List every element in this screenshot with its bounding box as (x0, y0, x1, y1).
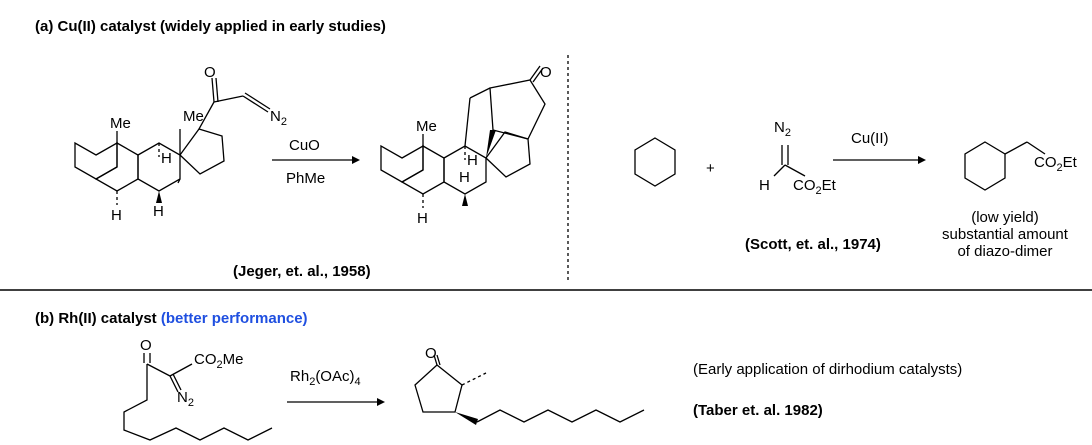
section-b-header-highlight: (better performance) (160, 310, 308, 327)
jeger-sm-h-label-2: H (153, 203, 164, 220)
jeger-product-oxygen: O (540, 64, 552, 81)
diazo-ester: CO2Et (793, 177, 836, 197)
jeger-citation: (Jeger, et. al., 1958) (233, 263, 371, 280)
taber-reaction-arrow (287, 398, 385, 406)
cyclohexyl-acetate-product (964, 141, 1046, 191)
taber-product-oxygen: O (425, 345, 437, 362)
taber-sm-oxygen: O (140, 337, 152, 354)
jeger-reaction-arrow (272, 156, 360, 164)
ethyl-diazoacetate (773, 145, 806, 177)
jeger-sm-h-label: H (161, 150, 172, 167)
jeger-sm-oxygen: O (204, 64, 216, 81)
taber-product (414, 354, 645, 425)
section-b-header: (b) Rh(II) catalyst (better performance) (35, 310, 308, 327)
taber-sm-n2: N2 (177, 389, 194, 409)
jeger-sm-me-label: Me (183, 108, 204, 125)
scott-reaction-arrow (833, 156, 926, 164)
diazo-n2: N2 (774, 119, 791, 139)
jeger-product-h-label-3: H (417, 210, 428, 227)
diazo-h: H (759, 177, 770, 194)
taber-sm-ester: CO2Me (194, 351, 243, 371)
jeger-product-h-label: H (467, 152, 478, 169)
cyclohexane (634, 137, 676, 187)
product-ester: CO2Et (1034, 154, 1077, 174)
jeger-reagent-bottom: PhMe (286, 170, 326, 187)
scott-citation: (Scott, et. al., 1974) (745, 236, 881, 253)
jeger-product-me-label: Me (416, 118, 437, 135)
taber-citation: (Taber et. al. 1982) (693, 402, 823, 419)
scott-note-line3: of diazo-dimer (957, 243, 1053, 260)
jeger-sm-h-label-3: H (111, 207, 122, 224)
jeger-sm-n2: N2 (270, 108, 287, 128)
taber-starting-material (123, 353, 273, 441)
section-a-header: (a) Cu(II) catalyst (widely applied in e… (35, 18, 386, 35)
plus-sign: + (706, 160, 715, 177)
jeger-product (380, 65, 546, 208)
jeger-starting-material (74, 77, 271, 205)
taber-note: (Early application of dirhodium catalyst… (693, 361, 963, 378)
scott-note-line2: substantial amount (942, 226, 1068, 243)
scott-reagent: Cu(II) (851, 130, 889, 147)
jeger-product-h-label-2: H (459, 169, 470, 186)
jeger-reagent-top: CuO (289, 137, 320, 154)
taber-reagent: Rh2(OAc)4 (290, 368, 361, 388)
scott-note-line1: (low yield) (971, 209, 1039, 226)
jeger-sm-me-label-2: Me (110, 115, 131, 132)
